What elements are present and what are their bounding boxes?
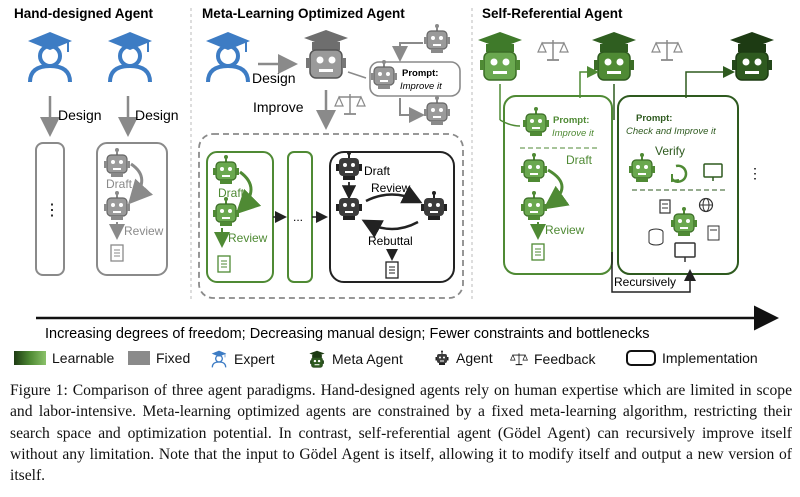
- prompt-text: Improve it: [552, 128, 594, 139]
- expert-icon: [204, 30, 252, 84]
- balance-scale-icon: [537, 39, 569, 61]
- review-label: Review: [545, 223, 585, 237]
- output-arrow: [685, 66, 735, 98]
- legend-label: Agent: [456, 350, 493, 366]
- legend-label: Learnable: [52, 350, 115, 366]
- caption-label: Figure 1:: [10, 382, 68, 399]
- paradigm-diagram: Hand-designed Agent Meta-Learning Optimi…: [14, 6, 779, 342]
- calculator-icon: [707, 225, 720, 241]
- design-label: Design: [135, 107, 179, 123]
- prompt-title: Prompt:: [553, 115, 589, 126]
- cycle-icon: [671, 164, 688, 183]
- output-arrow: [579, 66, 599, 98]
- legend-label: Fixed: [156, 350, 191, 366]
- prompt-text: Check and Improve it: [626, 126, 716, 137]
- cycle-arrow: [365, 185, 423, 204]
- figure-caption: Figure 1: Comparison of three agent para…: [10, 380, 792, 486]
- implementation-box: [35, 142, 65, 276]
- meta-search-space: [198, 133, 464, 299]
- review-label: Review: [228, 231, 268, 245]
- legend-label: Meta Agent: [332, 351, 403, 367]
- review-label: Review: [371, 181, 411, 195]
- expert-icon: [106, 30, 154, 84]
- draft-label: Draft: [566, 153, 593, 167]
- server-icon: [659, 199, 671, 214]
- draft-arrow: [127, 162, 153, 205]
- document-icon: [217, 255, 231, 273]
- vertical-dots: ⋮: [748, 165, 762, 181]
- monitor-icon: [703, 163, 723, 181]
- meta-agent-icon: [591, 31, 637, 81]
- cycle-arrow: [361, 219, 419, 238]
- expert-icon: [211, 350, 227, 368]
- legend-expert: Expert: [210, 350, 274, 368]
- meta-agent-icon: [729, 31, 775, 81]
- legend-implementation: Implementation: [626, 350, 758, 366]
- meta-agent-icon: [477, 31, 523, 81]
- recursion-path: [611, 252, 691, 293]
- implementation-box: [329, 151, 455, 283]
- legend-feedback: Feedback: [510, 350, 595, 368]
- globe-icon: [698, 197, 714, 213]
- meta-agent-icon: [309, 350, 325, 368]
- robot-icon: [423, 23, 451, 54]
- connector: [499, 119, 521, 127]
- prompt-title: Prompt:: [636, 113, 672, 124]
- vertical-dots: ⋮: [44, 202, 60, 219]
- section-title-self: Self-Referential Agent: [482, 6, 623, 21]
- legend-meta-agent: Meta Agent: [308, 350, 403, 368]
- learnable-swatch: [14, 351, 46, 365]
- draft-label: Draft: [364, 164, 391, 178]
- caption-text: Comparison of three agent paradigms. Han…: [10, 382, 792, 485]
- expert-icon: [26, 30, 74, 84]
- meta-agent-icon: [303, 29, 349, 79]
- legend-label: Expert: [234, 351, 275, 367]
- horizontal-dots: ...: [293, 210, 303, 224]
- draft-arrow: [235, 170, 262, 215]
- document-icon: [385, 261, 399, 279]
- axis-label: Increasing degrees of freedom; Decreasin…: [45, 326, 650, 342]
- implementation-swatch: [626, 350, 656, 366]
- improve-label: Improve: [253, 99, 304, 115]
- robot-icon: [435, 350, 449, 366]
- document-icon: [110, 244, 124, 262]
- balance-scale-icon: [651, 39, 683, 61]
- prompt-connector: [347, 71, 367, 79]
- balance-scale-icon: [510, 352, 528, 366]
- database-icon: [648, 228, 664, 246]
- legend-label: Feedback: [534, 351, 596, 367]
- prompt-text: Improve it: [400, 81, 442, 92]
- monitor-icon: [674, 242, 696, 262]
- design-label: Design: [252, 70, 296, 86]
- review-label: Review: [124, 224, 164, 238]
- robot-icon: [423, 95, 451, 126]
- input-arrow: [392, 42, 423, 62]
- legend-fixed: Fixed: [128, 350, 190, 366]
- output-arrow: [399, 98, 425, 123]
- prompt-title: Prompt:: [402, 68, 438, 79]
- balance-scale-icon: [334, 93, 366, 115]
- section-title-hand: Hand-designed Agent: [14, 6, 154, 21]
- draft-arrow: [543, 168, 570, 210]
- design-label: Design: [58, 107, 102, 123]
- draft-label: Draft: [218, 186, 245, 200]
- legend-learnable: Learnable: [14, 350, 114, 366]
- verify-label: Verify: [655, 144, 685, 158]
- legend-agent: Agent: [434, 350, 493, 366]
- legend: Learnable Fixed Expert Meta Agent Agent …: [14, 350, 794, 370]
- fixed-swatch: [128, 351, 150, 365]
- legend-label: Implementation: [662, 350, 758, 366]
- recursively-label: Recursively: [614, 275, 676, 289]
- section-title-meta: Meta-Learning Optimized Agent: [202, 6, 405, 21]
- rebuttal-label: Rebuttal: [368, 234, 413, 248]
- document-icon: [531, 243, 545, 261]
- draft-label: Draft: [106, 177, 133, 191]
